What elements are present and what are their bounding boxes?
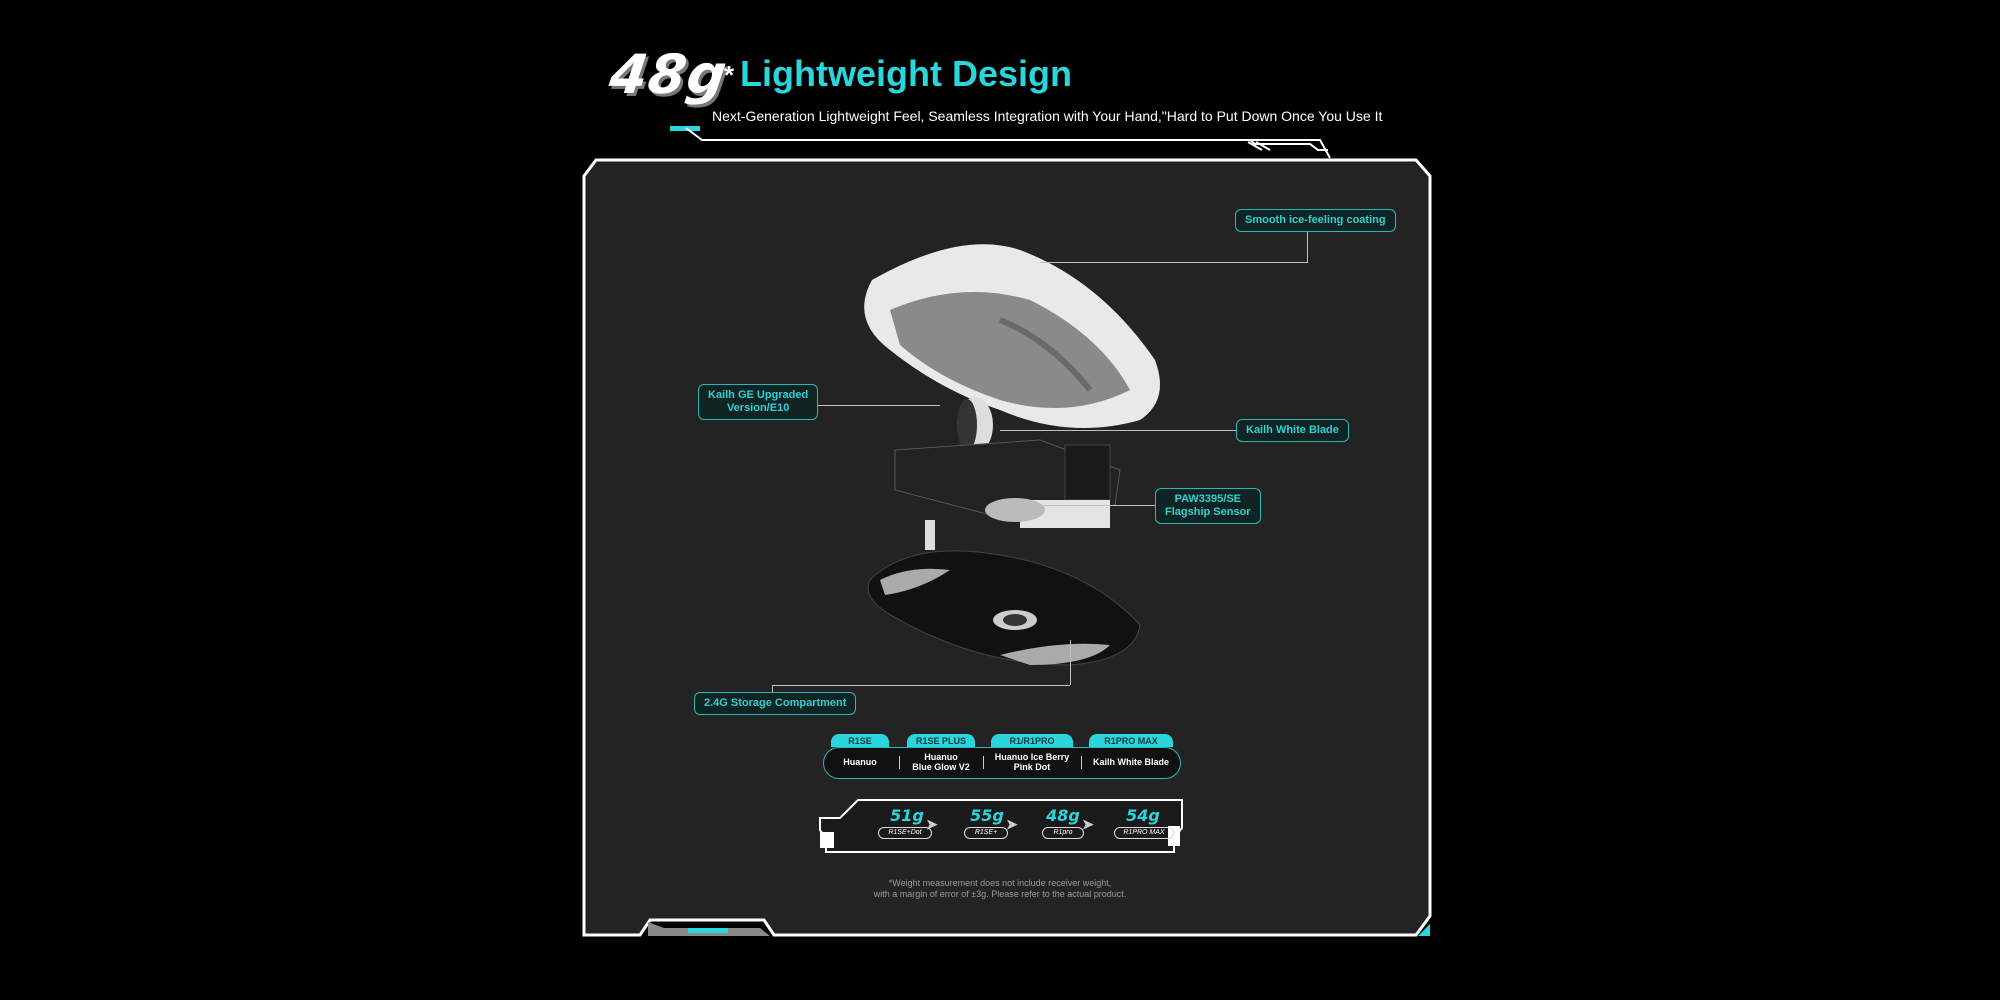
divider bbox=[899, 756, 900, 769]
callout-storage: 2.4G Storage Compartment bbox=[694, 692, 857, 715]
weight-model-pill: R1pro bbox=[1042, 827, 1084, 839]
callout-sensor: PAW3395/SE Flagship Sensor bbox=[1155, 488, 1261, 524]
callout-encoder: Kailh GE Upgraded Version/E10 bbox=[698, 384, 819, 420]
leader-switch bbox=[1000, 430, 1237, 431]
leader-storage-v2 bbox=[772, 685, 773, 693]
leader-coating bbox=[1040, 262, 1308, 263]
model-switch-cell: Huanuo bbox=[823, 747, 897, 777]
weight-strip-frame bbox=[819, 799, 1183, 853]
cell-line2: Pink Dot bbox=[1013, 762, 1051, 772]
weight-model-pill: R1PRO MAX bbox=[1114, 827, 1174, 839]
callout-sensor-line2: Flagship Sensor bbox=[1165, 506, 1251, 518]
weight-value: 51g bbox=[890, 806, 924, 825]
cell-line1: Huanuo bbox=[924, 752, 958, 762]
cell-line1: Kailh White Blade bbox=[1092, 757, 1169, 767]
callout-switch-text: Kailh White Blade bbox=[1246, 424, 1339, 436]
callout-encoder-line1: Kailh GE Upgraded bbox=[708, 389, 809, 401]
weight-model-pill: R1SE+ bbox=[964, 827, 1008, 839]
footnote-line1: *Weight measurement does not include rec… bbox=[888, 878, 1112, 888]
weight-value: 55g bbox=[970, 806, 1004, 825]
callout-coating-text: Smooth ice-feeling coating bbox=[1245, 214, 1386, 226]
leader-storage-v bbox=[1070, 640, 1071, 685]
cell-line2: Blue Glow V2 bbox=[912, 762, 970, 772]
leader-storage-h bbox=[772, 685, 1070, 686]
mouse-exploded-view bbox=[864, 244, 1160, 666]
weight-value: 54g bbox=[1126, 806, 1160, 825]
callout-switch: Kailh White Blade bbox=[1236, 419, 1349, 442]
leader-coating-v bbox=[1307, 232, 1308, 262]
footnote-line2: with a margin of error of ±3g. Please re… bbox=[873, 889, 1127, 899]
arrow-icon: ➤ bbox=[1006, 816, 1018, 832]
divider bbox=[1081, 756, 1082, 769]
model-switch-cell: Kailh White Blade bbox=[1083, 747, 1179, 777]
comparison-body bbox=[823, 747, 1181, 779]
weight-comparison: 51g R1SE+Dot ➤ 55g R1SE+ ➤ 48g R1pro ➤ 5… bbox=[818, 798, 1184, 854]
callout-storage-text: 2.4G Storage Compartment bbox=[704, 697, 847, 709]
page-title: Lightweight Design bbox=[740, 53, 1072, 94]
leader-encoder bbox=[800, 405, 940, 406]
subtitle: Next-Generation Lightweight Feel, Seamle… bbox=[712, 108, 1383, 124]
model-tab: R1PRO MAX bbox=[1089, 734, 1173, 747]
weight-value: 48g bbox=[1046, 806, 1080, 825]
model-tab: R1SE bbox=[831, 734, 889, 747]
arrow-icon: ➤ bbox=[926, 816, 938, 832]
model-tab: R1/R1PRO bbox=[991, 734, 1073, 747]
asterisk: * bbox=[724, 60, 735, 90]
callout-encoder-line2: Version/E10 bbox=[726, 402, 790, 414]
cell-line1: Huanuo bbox=[843, 757, 877, 767]
model-comparison: R1SE R1SE PLUS R1/R1PRO R1PRO MAX Huanuo… bbox=[823, 732, 1181, 780]
leader-sensor bbox=[1040, 505, 1155, 506]
cell-line1: Huanuo Ice Berry bbox=[994, 752, 1070, 762]
model-tab: R1SE PLUS bbox=[907, 734, 975, 747]
callout-sensor-line1: PAW3395/SE bbox=[1174, 493, 1242, 505]
footnote: *Weight measurement does not include rec… bbox=[760, 878, 1240, 900]
arrow-icon: ➤ bbox=[1082, 816, 1094, 832]
callout-coating: Smooth ice-feeling coating bbox=[1235, 209, 1396, 232]
accent-bar bbox=[670, 126, 700, 131]
weight-model-pill: R1SE+Dot bbox=[878, 827, 932, 839]
divider bbox=[983, 756, 984, 769]
